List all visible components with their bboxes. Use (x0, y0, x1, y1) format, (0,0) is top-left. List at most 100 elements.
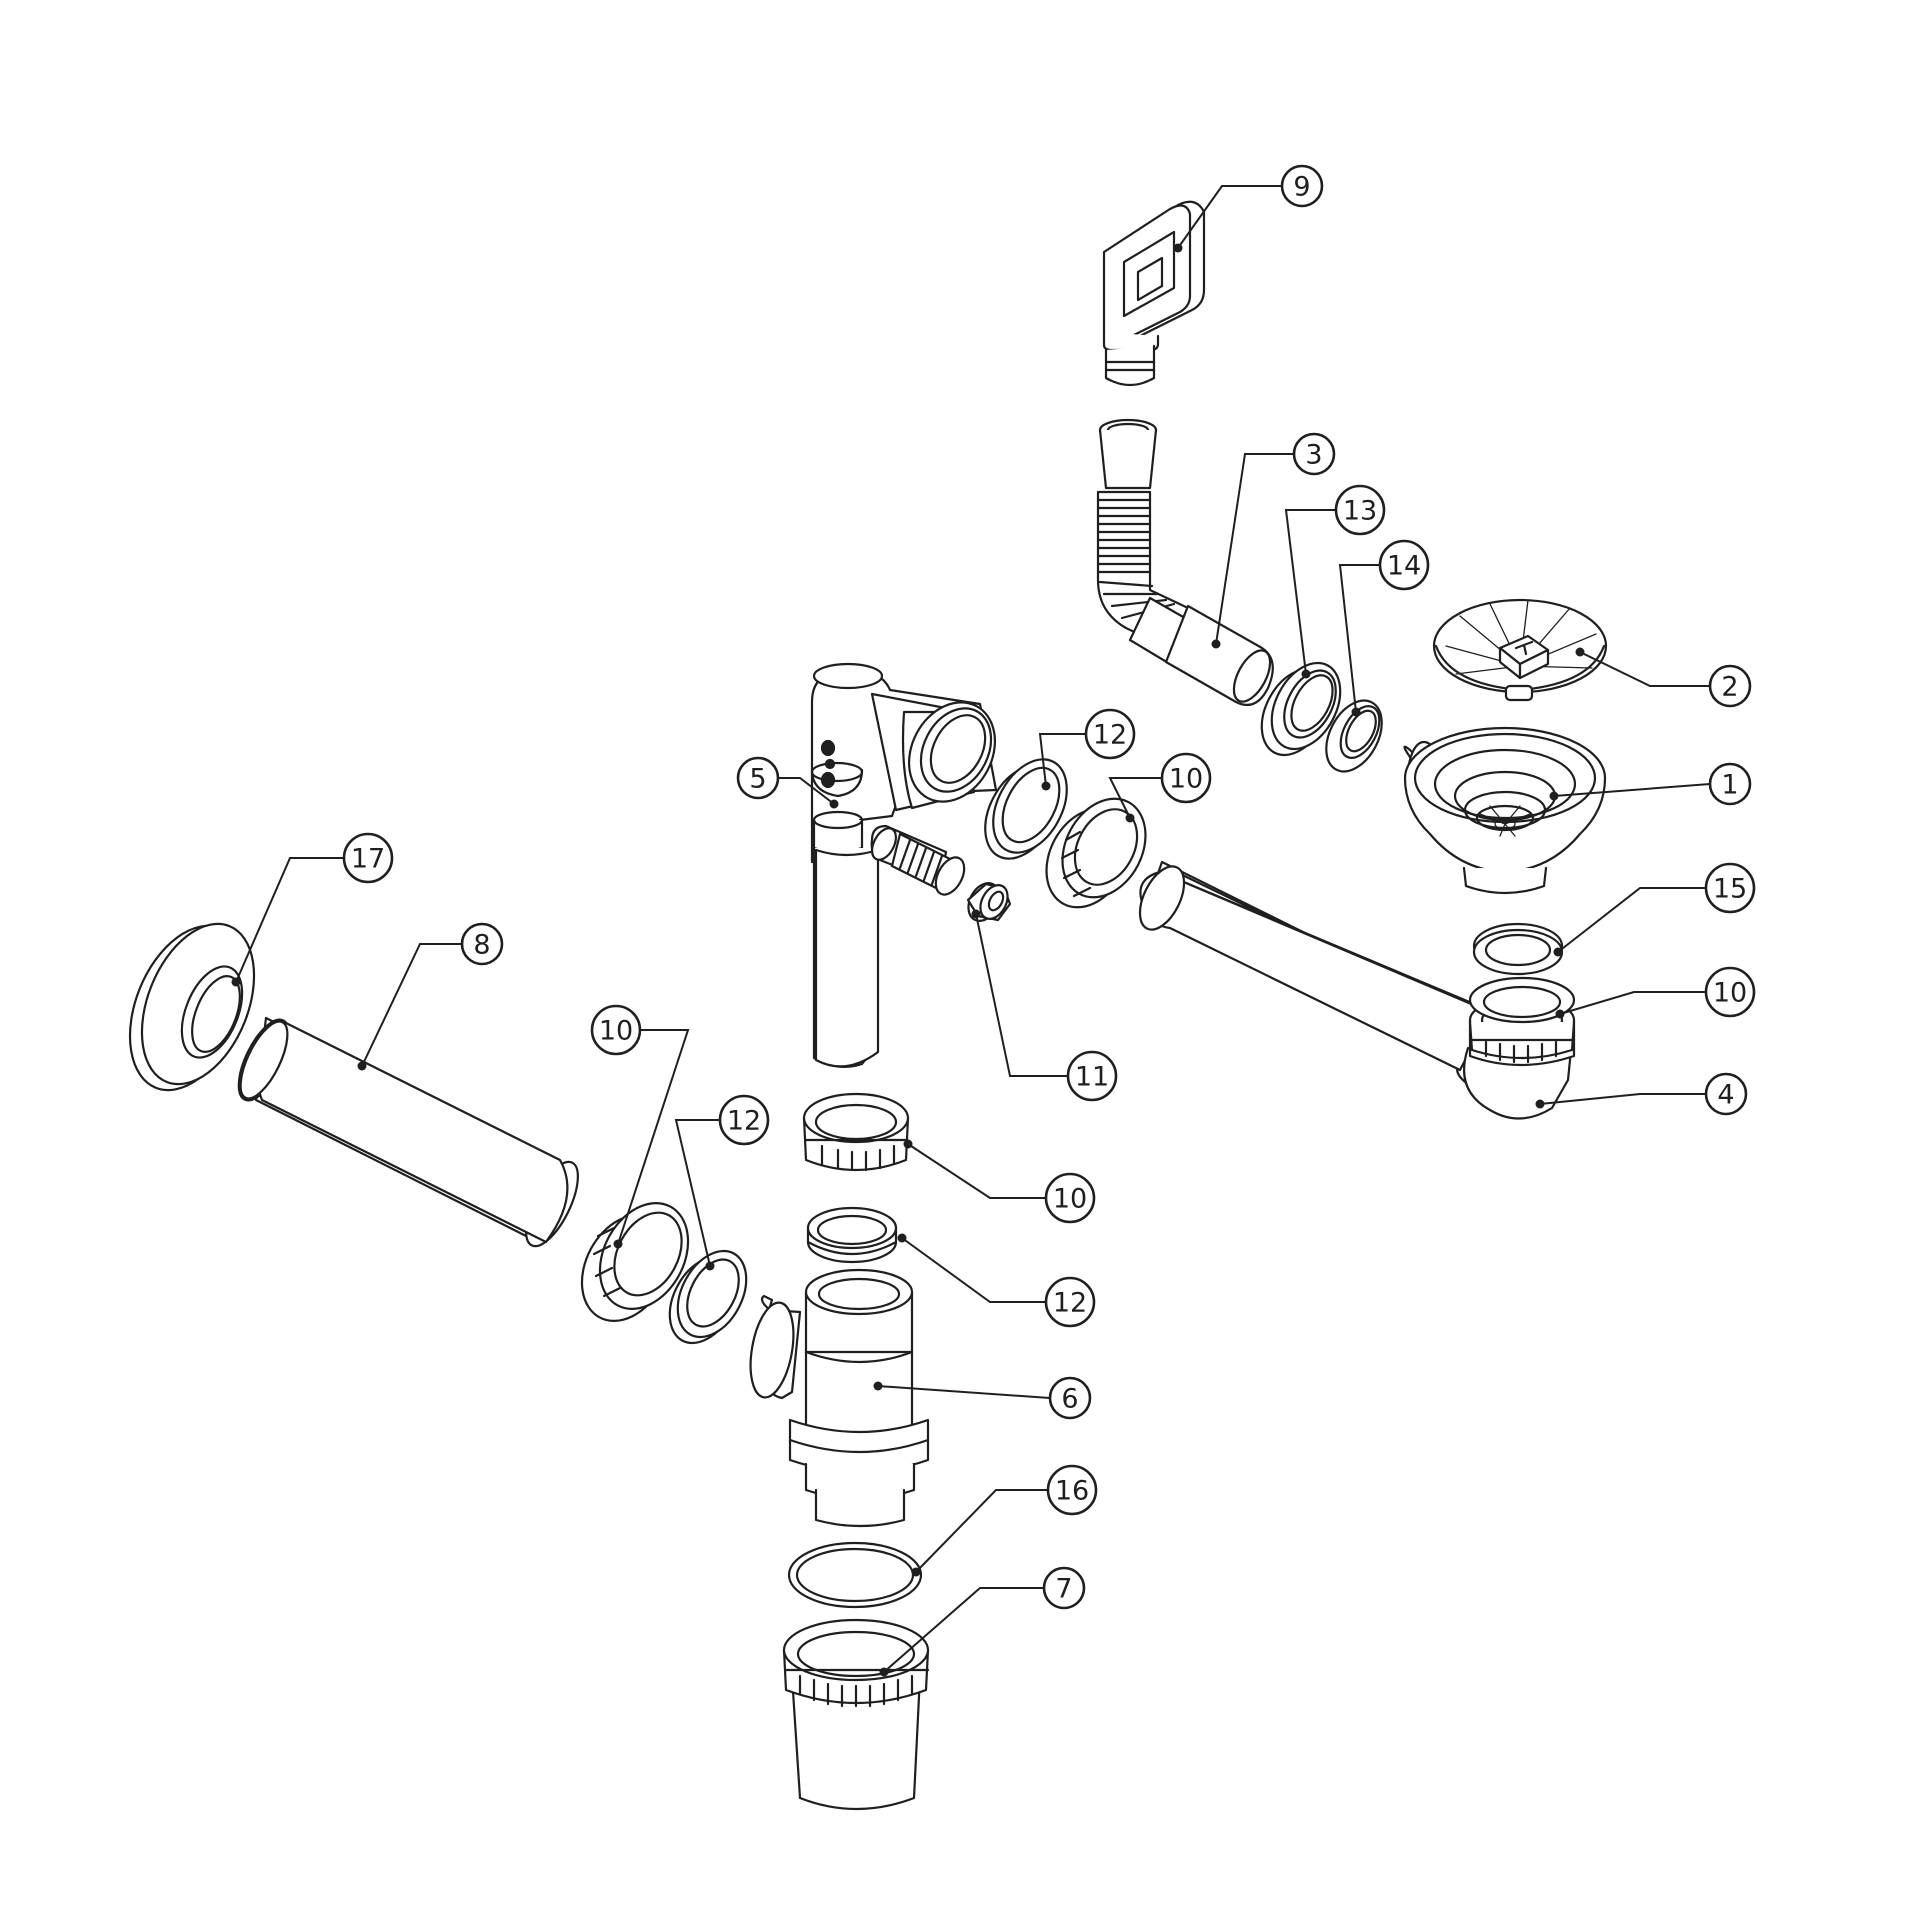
callout-number: 13 (1343, 496, 1377, 527)
callout-circle (1044, 1276, 1096, 1328)
callout-circle (1708, 762, 1752, 806)
callout-circle (1160, 752, 1212, 804)
callout-circle (1066, 1050, 1118, 1102)
callout-circle (590, 1004, 642, 1056)
leader-lines (235, 185, 1711, 1673)
callout-10-left: 10 (590, 1004, 642, 1056)
callout-13: 13 (1334, 484, 1386, 536)
callout-circle (736, 756, 780, 800)
callout-circle (1292, 432, 1336, 476)
callout-circle (1044, 1172, 1096, 1224)
callout-circle (1280, 164, 1324, 208)
callout-circle (1048, 1376, 1092, 1420)
callout-circle (342, 832, 394, 884)
callout-12-center: 12 (1044, 1276, 1096, 1328)
leader-16 (915, 1489, 1048, 1573)
strainer-body-drawing (1403, 726, 1607, 895)
callout-number: 15 (1713, 874, 1747, 905)
callout-circle (1084, 708, 1136, 760)
callout-number: 16 (1055, 1476, 1089, 1507)
overflow-hose-drawing (1096, 418, 1274, 706)
callout-10-upper-middle: 10 (1160, 752, 1212, 804)
leader-3 (1215, 453, 1294, 645)
washer-12-center-drawing (806, 1206, 898, 1264)
callout-number: 14 (1387, 551, 1421, 582)
callout-11: 11 (1066, 1050, 1118, 1102)
callout-circle (1334, 484, 1386, 536)
callout-number: 2 (1721, 672, 1738, 703)
callout-2: 2 (1708, 664, 1752, 708)
o-ring-drawing (787, 1541, 923, 1609)
callout-number: 9 (1293, 172, 1310, 203)
leader-12b (674, 1119, 720, 1267)
callout-circle (1704, 1072, 1748, 1116)
leader-1 (1553, 783, 1711, 797)
callout-circle (718, 1094, 770, 1146)
union-nut-10-center-drawing (802, 1092, 910, 1172)
leader-4 (1539, 1093, 1706, 1105)
leader-anchor-dots (231, 243, 1585, 1677)
callout-number: 6 (1061, 1384, 1078, 1415)
callout-number: 4 (1717, 1080, 1734, 1111)
strainer-basket-drawing (1432, 598, 1608, 702)
callout-17: 17 (342, 832, 394, 884)
leader-7 (883, 1587, 1044, 1673)
overflow-cover-drawing (1102, 200, 1206, 387)
callout-10-center: 10 (1044, 1172, 1096, 1224)
leader-14 (1338, 564, 1380, 713)
callout-number: 10 (1713, 978, 1747, 1009)
union-nut-10-middle-drawing (1045, 797, 1147, 909)
leader-2 (1579, 651, 1710, 687)
callout-number: 12 (1053, 1288, 1087, 1319)
wall-pipe-drawing (237, 1016, 579, 1248)
callout-14: 14 (1378, 539, 1430, 591)
union-nut-10-right-drawing (1468, 976, 1576, 1024)
tee-connector-drawing (810, 662, 998, 1069)
callout-10-right: 10 (1704, 966, 1756, 1018)
leader-6 (877, 1385, 1051, 1399)
callout-9: 9 (1280, 164, 1324, 208)
callout-6: 6 (1048, 1376, 1092, 1420)
callout-number: 7 (1055, 1574, 1072, 1605)
leader-13 (1284, 509, 1336, 675)
leader-12a (1038, 733, 1088, 787)
callout-circle (1704, 862, 1756, 914)
callout-1: 1 (1708, 762, 1752, 806)
callout-circle (1042, 1566, 1086, 1610)
callout-number: 3 (1305, 440, 1322, 471)
trap-cup-drawing (782, 1618, 930, 1811)
leader-5 (778, 777, 835, 805)
callout-number: 1 (1721, 770, 1738, 801)
leader-17 (235, 857, 344, 983)
callout-12-left: 12 (718, 1094, 770, 1146)
callout-number: 10 (1169, 764, 1203, 795)
wall-rosette-drawing (128, 922, 256, 1092)
washer-15-drawing (1472, 922, 1564, 976)
callout-number: 11 (1075, 1062, 1109, 1093)
small-nut-drawing (966, 882, 1012, 922)
leader-10b (1559, 991, 1706, 1015)
leader-15 (1557, 887, 1706, 953)
callout-number: 10 (599, 1016, 633, 1047)
callout-15: 15 (1704, 862, 1756, 914)
callout-8: 8 (460, 922, 504, 966)
callout-number: 12 (727, 1106, 761, 1137)
callout-number: 8 (473, 930, 490, 961)
leader-8 (361, 943, 462, 1067)
bottle-trap-body-drawing (749, 1268, 930, 1528)
callout-number: 12 (1093, 720, 1127, 751)
elbow-outlet-drawing (1138, 860, 1576, 1120)
callout-5: 5 (736, 756, 780, 800)
leader-11 (975, 913, 1068, 1077)
callout-circle (1708, 664, 1752, 708)
leader-10a (1108, 777, 1162, 819)
callout-3: 3 (1292, 432, 1336, 476)
callout-12-upper: 12 (1084, 708, 1136, 760)
leader-10c (617, 1029, 690, 1245)
callout-number: 5 (749, 764, 766, 795)
leader-10d (907, 1143, 1046, 1199)
washer-12-left-drawing (668, 1249, 748, 1345)
callout-number: 17 (351, 844, 385, 875)
callout-circle (1704, 966, 1756, 1018)
